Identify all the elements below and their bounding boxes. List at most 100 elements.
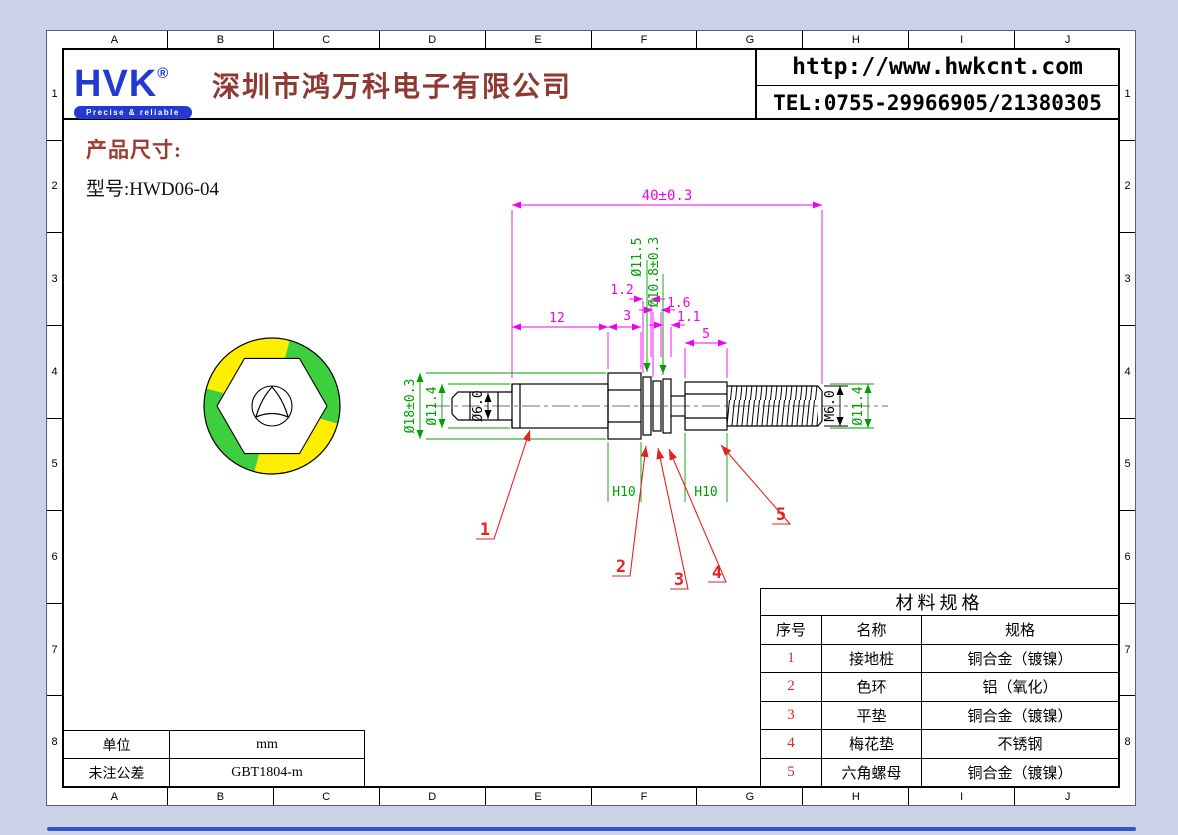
callout-numbers: 1 2 3 4 5 <box>480 505 786 590</box>
row-name: 接地桩 <box>822 644 922 672</box>
dim-overall-length: 40±0.3 <box>642 188 693 204</box>
grid-columns-bottom: A B C D E F G H I J <box>62 788 1120 805</box>
callout-4: 4 <box>712 563 722 583</box>
grid-col-label: C <box>272 788 379 805</box>
grid-col-label: F <box>590 788 697 805</box>
callout-1: 1 <box>480 520 490 540</box>
grid-col-label: F <box>590 31 697 48</box>
side-view-part <box>451 372 823 440</box>
dim-labels-black: Ø6.0 M6.0 <box>471 390 838 421</box>
units-label: 单位 <box>64 731 170 758</box>
dim-star-washer-thickness: 1.1 <box>677 310 700 325</box>
front-view-outline <box>203 337 341 475</box>
dim-flat-washer-thickness: 1.6 <box>667 296 690 311</box>
grid-col-label: A <box>110 790 119 803</box>
row-spec: 铜合金（镀镍） <box>967 651 1073 668</box>
row-spec: 铜合金（镀镍） <box>967 765 1073 782</box>
material-table: 材料规格 序号 名称 规格 1 接地桩 铜合金（镀镍） 2 色环 铝（氧化） 3… <box>760 588 1118 786</box>
flat-washer <box>652 380 662 432</box>
hvk-logo: HVK® Precise & reliable <box>74 52 204 119</box>
grid-col-label: J <box>1014 31 1120 48</box>
grid-row-label: 7 <box>1120 602 1135 696</box>
grid-rows-left: 1 2 3 4 5 6 7 8 <box>47 48 62 788</box>
grid-row-label: 6 <box>1120 510 1135 603</box>
grid-rows-right: 1 2 3 4 5 6 7 8 <box>1120 48 1135 788</box>
grid-row-label: 3 <box>1120 232 1135 325</box>
dim-washer-od: Ø10.8±0.3 <box>647 237 662 307</box>
material-table-header: 序号 名称 规格 <box>761 616 1118 645</box>
grid-col-label: E <box>484 788 591 805</box>
grid-col-label: B <box>166 788 273 805</box>
drawing-frame: HVK® Precise & reliable 深圳市鸿万科电子有限公司 htt… <box>62 48 1120 788</box>
grid-col-label: H <box>802 788 908 805</box>
dims-black <box>484 385 848 427</box>
grid-row-label: 7 <box>47 602 62 696</box>
row-no: 3 <box>761 701 822 729</box>
row-name: 色环 <box>822 673 922 701</box>
table-row: 2 色环 铝（氧化） <box>761 673 1118 702</box>
logo-text: HVK® <box>74 52 204 106</box>
callout-5: 5 <box>776 505 786 525</box>
horizontal-scrollbar[interactable] <box>47 827 1136 831</box>
star-washer <box>662 378 672 434</box>
dim-labels-green: Ø11.5 Ø10.8±0.3 Ø18±0.3 Ø11.4 Ø11.4 H10 … <box>403 237 866 500</box>
grid-row-label: 1 <box>1124 87 1131 100</box>
company-telephone: TEL:0755-29966905/21380305 <box>773 90 1102 115</box>
grid-col-label: D <box>378 31 485 48</box>
grid-col-label: E <box>484 31 591 48</box>
grid-col-label: I <box>908 31 1014 48</box>
registered-mark-icon: ® <box>157 65 170 82</box>
hex-flange <box>607 372 642 440</box>
color-ring <box>642 376 652 436</box>
technical-drawing: 40±0.3 12 3 1.2 1.6 1.1 5 <box>203 188 888 590</box>
grid-row-label: 8 <box>47 695 62 788</box>
grid-row-label: 8 <box>1120 695 1135 788</box>
grid-col-label: C <box>272 31 379 48</box>
title-block: HVK® Precise & reliable 深圳市鸿万科电子有限公司 htt… <box>64 50 1118 120</box>
dim-barrel-od: Ø11.4 <box>425 386 440 425</box>
dim-nut-thickness: 5 <box>702 327 710 342</box>
company-name: 深圳市鸿万科电子有限公司 <box>212 72 573 103</box>
product-dimensions-title: 产品尺寸: <box>86 138 182 162</box>
row-spec: 不锈钢 <box>997 737 1043 754</box>
dim-barrel-length: 12 <box>549 311 565 326</box>
dim-labels-magenta: 40±0.3 12 3 1.2 1.6 1.1 5 <box>549 188 710 342</box>
grid-row-label: 1 <box>51 87 58 100</box>
row-no: 1 <box>761 644 822 672</box>
row-name: 梅花垫 <box>822 730 922 758</box>
grid-row-label: 2 <box>1120 139 1135 233</box>
grid-col-label: H <box>802 31 908 48</box>
row-no: 5 <box>761 758 822 786</box>
product-model-number: 型号:HWD06-04 <box>86 179 219 200</box>
table-row: 3 平垫 铜合金（镀镍） <box>761 701 1118 730</box>
grid-col-label: A <box>110 33 119 46</box>
dim-flange-od: Ø18±0.3 <box>403 379 418 434</box>
dim-pin-od: Ø6.0 <box>471 390 486 421</box>
callout-3: 3 <box>674 570 684 590</box>
grid-col-label: J <box>1014 788 1120 805</box>
dim-ring-thickness: 1.2 <box>610 283 633 298</box>
row-name: 平垫 <box>822 701 922 729</box>
dim-flange-thickness: 3 <box>623 309 631 324</box>
row-no: 2 <box>761 673 822 701</box>
dim-thread-spec: M6.0 <box>823 390 838 421</box>
grid-col-label: B <box>166 31 273 48</box>
pin-circle-front <box>251 385 293 427</box>
table-row: 未注公差 GBT1804-m <box>64 759 364 786</box>
header-no: 序号 <box>761 616 822 644</box>
callout-2: 2 <box>616 557 626 577</box>
thread-hatch <box>727 386 818 426</box>
material-table-title: 材料规格 <box>761 589 1118 616</box>
dims-magenta <box>511 201 823 384</box>
callout-leaders <box>476 429 792 590</box>
header-name: 名称 <box>822 616 922 644</box>
logo-tagline: Precise & reliable <box>74 106 192 119</box>
units-table: 单位 mm 未注公差 GBT1804-m <box>64 730 365 786</box>
dim-ring-od: Ø11.5 <box>630 237 645 276</box>
grid-row-label: 4 <box>1120 324 1135 418</box>
grid-col-label: G <box>696 788 802 805</box>
row-no: 4 <box>761 730 822 758</box>
row-spec: 铜合金（镀镍） <box>967 708 1073 725</box>
table-row: 4 梅花垫 不锈钢 <box>761 730 1118 759</box>
